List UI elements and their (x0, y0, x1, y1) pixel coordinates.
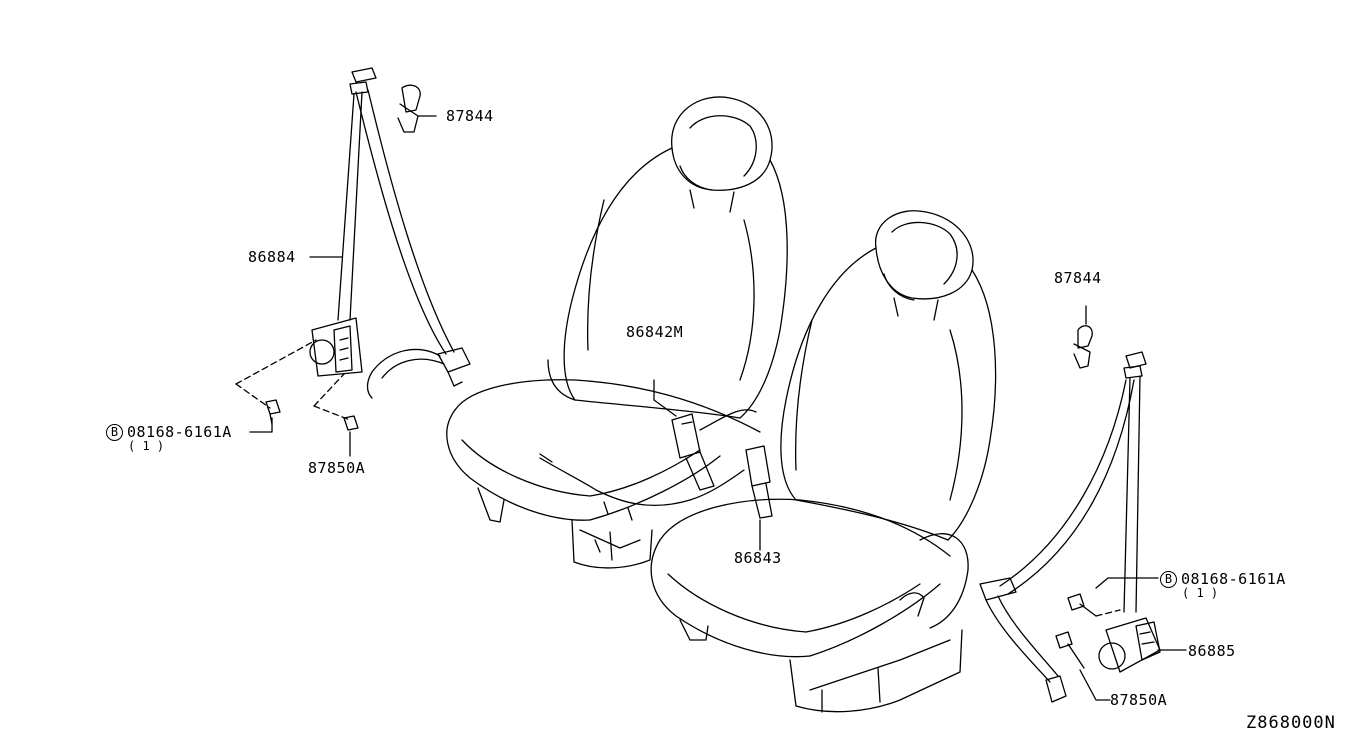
right-seatbelt (979, 305, 1187, 703)
bolt-symbol-right: B (1160, 571, 1177, 588)
label-86843: 86843 (734, 549, 782, 567)
label-86884: 86884 (248, 248, 296, 266)
bolt-symbol-left: B (106, 424, 123, 441)
label-qty-right: ( 1 ) (1182, 586, 1219, 600)
right-seat (650, 210, 997, 713)
label-bolt-right: 08168-6161A (1181, 570, 1286, 588)
belt-guide-left (397, 84, 437, 133)
label-bolt-left: 08168-6161A (127, 423, 232, 441)
label-86885: 86885 (1188, 642, 1236, 660)
left-seat (446, 96, 788, 569)
center-buckles (539, 379, 773, 551)
label-87850a-left: 87850A (308, 459, 366, 477)
left-seatbelt (235, 67, 471, 457)
label-87844-left: 87844 (446, 107, 494, 125)
label-87844-right: 87844 (1054, 269, 1102, 287)
label-87850a-right: 87850A (1110, 691, 1168, 709)
diagram-code: Z868000N (1246, 713, 1336, 733)
label-86842m: 86842M (626, 323, 684, 341)
label-qty-left: ( 1 ) (128, 439, 165, 453)
